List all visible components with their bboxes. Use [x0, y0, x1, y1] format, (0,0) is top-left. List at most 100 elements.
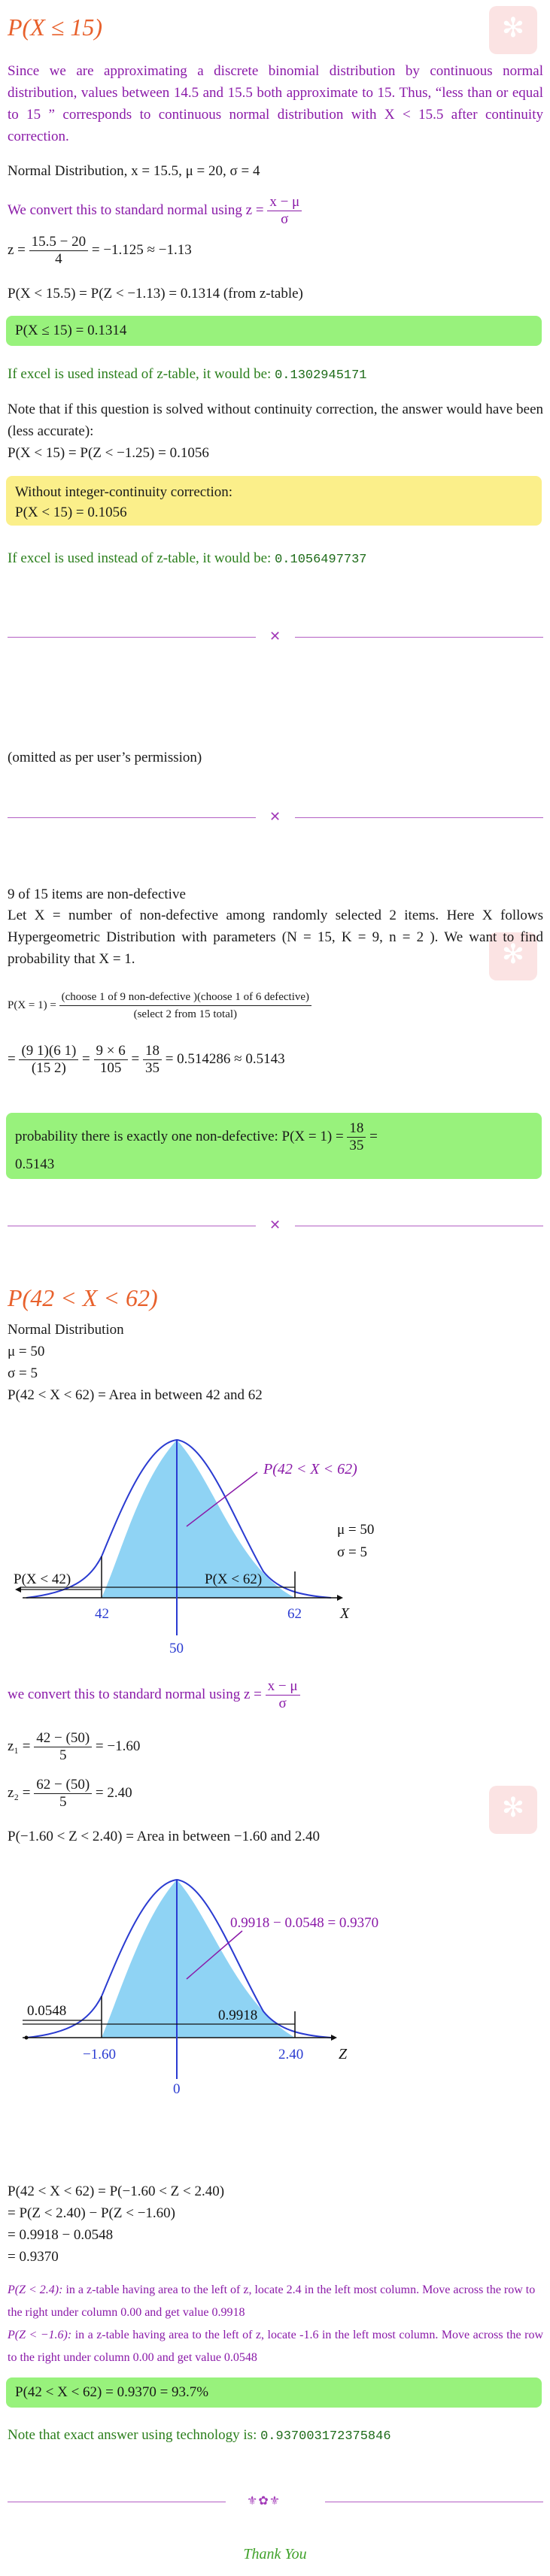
area-statement: P(42 < X < 62) = Area in between 42 and … — [8, 1387, 263, 1403]
px-label: P(X = 1) = — [8, 999, 56, 1011]
note-lead: P(Z < 2.4): — [8, 2284, 63, 2296]
shaded-area — [102, 1440, 295, 1598]
z-formula-numerator: x − μ — [267, 194, 302, 212]
z-denominator: 4 — [55, 251, 62, 268]
binomial-denominator: (15 2) — [31, 1060, 66, 1077]
label-left: 0.0548 — [27, 2003, 66, 2019]
z2-denominator: 5 — [59, 1794, 67, 1811]
answer-fraction: 18 35 — [347, 1120, 366, 1154]
tick-62: 62 — [287, 1606, 302, 1622]
z-formula-denominator: σ — [281, 211, 289, 228]
thank-you: Thank You — [243, 2546, 307, 2562]
answer-eq: = — [369, 1128, 378, 1144]
watermark-logo: ✻ — [489, 6, 537, 54]
standard-normal-graph: 0.9918 − 0.0548 = 0.9370 0.0548 0.9918 −… — [23, 1878, 378, 2097]
tick-zero: 0 — [173, 2081, 181, 2097]
label-between: P(42 < X < 62) — [263, 1461, 357, 1477]
z-table-note-2: P(Z < −1.6): in a z-table having area to… — [8, 2324, 543, 2369]
note-text: in a z-table having area to the left of … — [8, 2329, 543, 2364]
answer-line: probability there is exactly one non-def… — [15, 1120, 533, 1154]
standardize-text: We convert this to standard normal using… — [8, 202, 264, 218]
normal-parameters: Normal Distribution, x = 15.5, μ = 20, σ… — [8, 163, 260, 179]
technology-value: 0.937003172375846 — [260, 2429, 391, 2444]
excel-note-2: If excel is used instead of z-table, it … — [8, 547, 543, 571]
axis-label-x: X — [339, 1605, 350, 1622]
answer-text: P(X ≤ 15) = 0.1314 — [15, 323, 127, 338]
yellow-line-2: P(X < 15) = 0.1056 — [15, 505, 127, 520]
label-sigma: σ = 5 — [337, 1544, 367, 1560]
calc-eq: = — [131, 1051, 140, 1067]
section-divider: ✕ — [8, 629, 543, 647]
z-fraction: 15.5 − 20 4 — [29, 234, 89, 268]
label-between: 0.9918 − 0.0548 = 0.9370 — [230, 1915, 378, 1931]
note-text: in a z-table having area to the left of … — [8, 2284, 536, 2319]
section-heading: P(42 < X < 62) — [8, 1284, 158, 1311]
px-denominator: (select 2 from 15 total) — [133, 1008, 238, 1021]
z-prefix: z = — [8, 242, 26, 258]
standardize-formula: We convert this to standard normal using… — [8, 194, 543, 228]
answer-value: 0.5143 — [15, 1156, 55, 1172]
ornament-icon: ✕ — [269, 809, 281, 824]
binomial-numerator: (9 1)(6 1) — [19, 1043, 79, 1061]
label-right: P(X < 62) — [205, 1571, 262, 1587]
z1-result: = −1.60 — [95, 1738, 141, 1754]
z2-fraction: 62 − (50) 5 — [34, 1777, 93, 1811]
answer-numerator: 18 — [347, 1120, 366, 1138]
px-numerator: (choose 1 of 9 non-defective )(choose 1 … — [59, 989, 312, 1007]
z2-prefix: z₂ = — [8, 1785, 31, 1801]
standardize-formula: we convert this to standard normal using… — [8, 1678, 543, 1712]
technology-text: Note that exact answer using technology … — [8, 2427, 257, 2443]
flower-icon: ✻ — [501, 13, 525, 43]
flower-icon: ✻ — [501, 939, 525, 969]
watermark-logo: ✻ — [489, 1786, 537, 1834]
z-formula-fraction: x − μ σ — [267, 194, 302, 228]
calc-result: = 0.514286 ≈ 0.5143 — [165, 1051, 285, 1067]
tick-pos: 2.40 — [278, 2047, 303, 2062]
calc-eq: = — [8, 1051, 16, 1067]
z-numerator: 15.5 − 20 — [29, 234, 89, 252]
answer-box: probability there is exactly one non-def… — [6, 1113, 542, 1179]
without-correction-note: Note that if this question is solved wit… — [8, 402, 543, 439]
z-formula-fraction: x − μ σ — [265, 1678, 300, 1712]
z1-denominator: 5 — [59, 1747, 67, 1764]
z-table-note-1: P(Z < 2.4): in a z-table having area to … — [8, 2279, 543, 2324]
z1-numerator: 42 − (50) — [34, 1730, 93, 1748]
reduced-denominator: 35 — [144, 1060, 160, 1077]
product-denominator: 105 — [99, 1060, 122, 1077]
label-left: P(X < 42) — [14, 1571, 71, 1587]
z-result: = −1.125 ≈ −1.13 — [91, 242, 192, 258]
calc-eq: = — [82, 1051, 90, 1067]
hypergeometric-calculation: = (9 1)(6 1) (15 2) = 9 × 6 105 = 18 35 … — [8, 1039, 543, 1080]
z1-fraction: 42 − (50) 5 — [34, 1730, 93, 1764]
answer-box: P(42 < X < 62) = 0.9370 = 93.7% — [6, 2377, 542, 2408]
closing-divider: ⚜✿⚜ — [8, 2493, 543, 2511]
continuity-explanation: Since we are approximating a discrete bi… — [8, 63, 543, 144]
final-calc-4: = 0.9370 — [8, 2249, 59, 2265]
ornament-icon: ✕ — [269, 1217, 281, 1232]
without-correction-box: Without integer-continuity correction: P… — [6, 476, 542, 526]
normal-curve-graph: P(42 < X < 62) μ = 50 σ = 5 P(X < 42) P(… — [14, 1438, 374, 1656]
technology-note: Note that exact answer using technology … — [8, 2424, 543, 2447]
flourish-icon: ⚜✿⚜ — [247, 2495, 281, 2508]
answer-denominator: 35 — [349, 1138, 364, 1153]
binomial-fraction: (9 1)(6 1) (15 2) — [19, 1043, 79, 1077]
flower-icon: ✻ — [501, 1793, 525, 1823]
ornament-icon: ✕ — [269, 629, 281, 644]
final-calc-1: P(42 < X < 62) = P(−1.60 < Z < 2.40) — [8, 2184, 225, 2199]
hypergeometric-formula: P(X = 1) = (choose 1 of 9 non-defective … — [8, 989, 543, 1023]
z1-calculation: z₁ = 42 − (50) 5 = −1.60 — [8, 1729, 543, 1764]
section-divider: ✕ — [8, 1217, 543, 1235]
section-divider: ✕ — [8, 809, 543, 827]
tick-50: 50 — [169, 1641, 184, 1656]
normal-dist-label: Normal Distribution — [8, 1322, 124, 1338]
product-numerator: 9 × 6 — [93, 1043, 128, 1061]
shaded-area — [102, 1880, 295, 2038]
tick-neg: −1.60 — [83, 2047, 116, 2062]
excel-text: If excel is used instead of z-table, it … — [8, 366, 272, 382]
excel-text-2: If excel is used instead of z-table, it … — [8, 550, 272, 566]
answer-text: P(42 < X < 62) = 0.9370 = 93.7% — [15, 2384, 209, 2400]
tick-42: 42 — [95, 1606, 109, 1622]
hypergeometric-setup: Let X = number of non-defective among ra… — [8, 908, 543, 967]
excel-value: 0.1302945171 — [275, 368, 367, 383]
